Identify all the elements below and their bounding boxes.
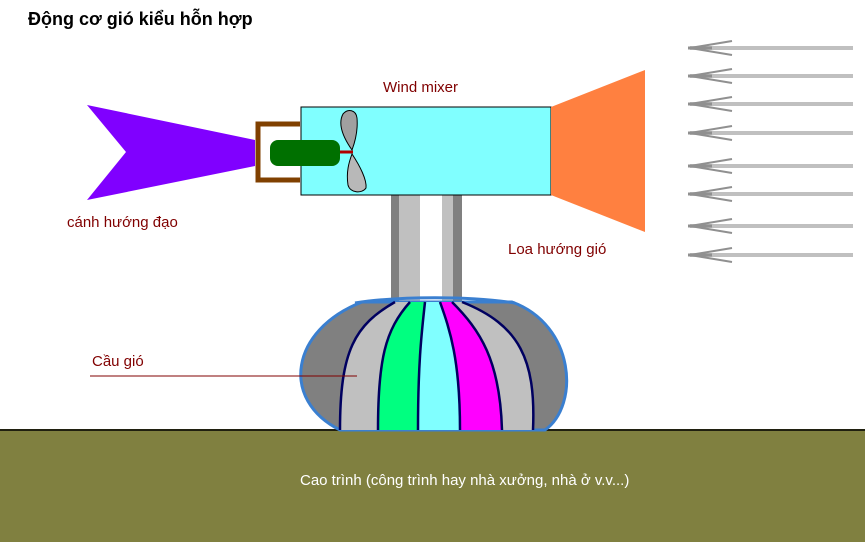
wind-arrow — [688, 186, 853, 202]
label-building: Cao trình (công trình hay nhà xưởng, nhà… — [300, 472, 630, 489]
ground — [0, 430, 865, 542]
bracket — [255, 121, 300, 183]
label-guide-vane: cánh hướng đạo — [67, 214, 178, 231]
propeller — [340, 110, 367, 193]
wind-arrow — [688, 96, 853, 112]
label-wind-horn: Loa hướng gió — [508, 241, 607, 258]
motor — [270, 140, 340, 166]
wind-arrow — [688, 40, 853, 56]
wind-arrow — [688, 247, 853, 263]
wind-arrows — [688, 40, 853, 263]
wind-arrow — [688, 68, 853, 84]
wind-arrow — [688, 125, 853, 141]
wind-ball — [299, 296, 569, 432]
guide-vane — [87, 105, 255, 200]
label-wind-mixer: Wind mixer — [383, 79, 459, 96]
diagram-title: Động cơ gió kiểu hỗn hợp — [28, 9, 253, 29]
label-wind-ball: Cầu gió — [92, 353, 144, 370]
wind-arrow — [688, 158, 853, 174]
wind-horn — [551, 70, 645, 232]
pole — [391, 195, 462, 303]
wind-arrow — [688, 218, 853, 234]
